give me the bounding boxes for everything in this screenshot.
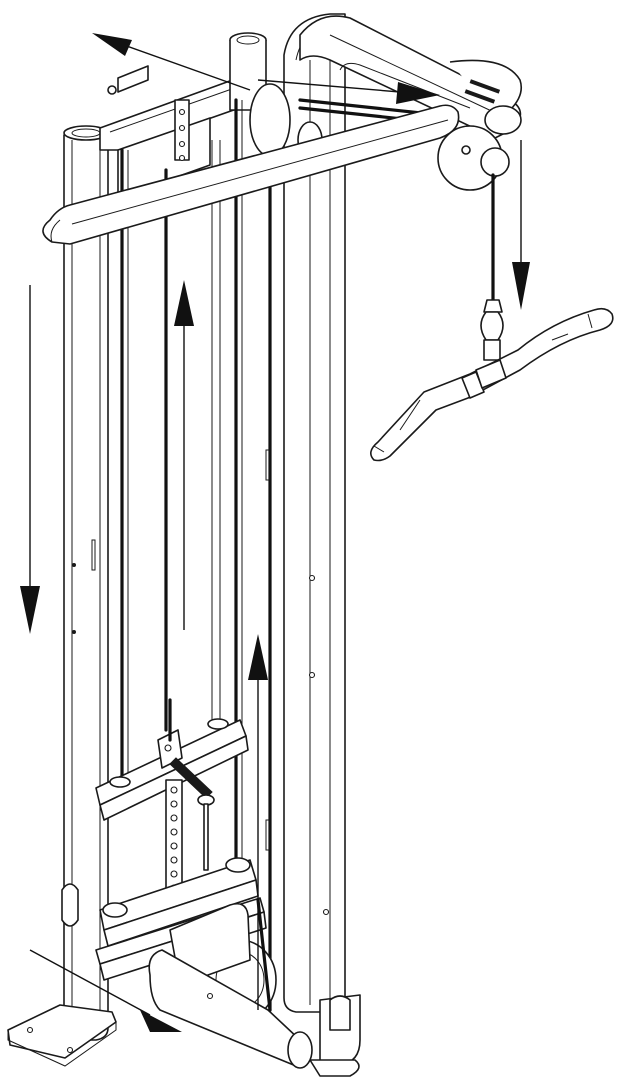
top-crossbar xyxy=(99,32,267,199)
right-upright xyxy=(265,13,361,1077)
arrow-top-right-diagonal xyxy=(257,79,440,104)
weight-stack-plates xyxy=(95,779,267,981)
left-upright xyxy=(61,125,109,1041)
arrow-top-left-diagonal xyxy=(92,33,251,91)
arrow-left-down xyxy=(20,285,40,634)
guide-rods xyxy=(120,98,272,1012)
arrow-mid-up xyxy=(248,634,268,1010)
arrow-center-up xyxy=(174,280,194,630)
weight-carriage xyxy=(95,698,249,871)
arrow-bottom-diagonal xyxy=(29,949,182,1032)
arrow-right-down xyxy=(512,140,530,310)
base-foot xyxy=(7,1004,117,1067)
lat-pulldown-bar xyxy=(370,299,614,462)
high-pulley-arm xyxy=(249,15,523,191)
front-tube xyxy=(42,104,460,245)
